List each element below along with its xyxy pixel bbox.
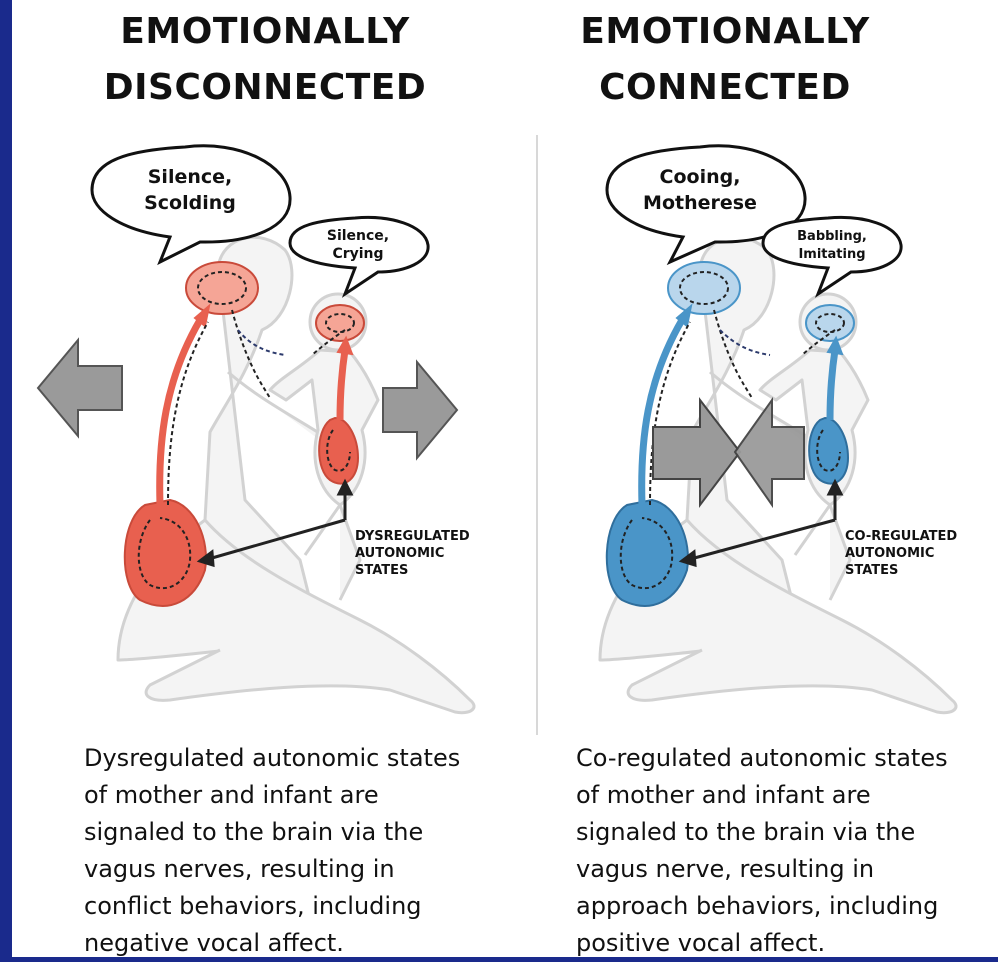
left-infant-speech-line2: Crying xyxy=(332,246,383,262)
right-state-label-line1: CO-REGULATED xyxy=(845,529,957,544)
right-state-label-line3: STATES xyxy=(845,563,898,578)
right-caption-line4: vagus nerve, resulting in xyxy=(576,851,996,888)
left-caption-line1: Dysregulated autonomic states xyxy=(84,740,504,777)
left-mother-speech-line2: Scolding xyxy=(144,192,236,214)
right-infant-speech-bubble: Babbling, Imitating xyxy=(763,217,901,294)
left-state-label-line1: DYSREGULATED xyxy=(355,529,470,544)
left-caption-line4: vagus nerves, resulting in xyxy=(84,851,504,888)
right-infant-speech-line2: Imitating xyxy=(798,247,865,262)
left-withdraw-arrow xyxy=(38,340,122,436)
right-mother-speech-line1: Cooing, xyxy=(660,166,741,188)
right-withdraw-arrow xyxy=(383,362,457,458)
right-mother-gut-loop xyxy=(607,500,688,606)
right-caption-line6: positive vocal affect. xyxy=(576,925,996,962)
left-infant-brain-loop xyxy=(316,305,364,341)
left-mother-figure xyxy=(118,237,474,712)
left-caption-line5: conflict behaviors, including xyxy=(84,888,504,925)
right-title-line2: CONNECTED xyxy=(515,60,935,116)
left-title: EMOTIONALLY DISCONNECTED xyxy=(55,4,475,116)
left-state-label-line3: STATES xyxy=(355,563,408,578)
right-caption-line1: Co-regulated autonomic states xyxy=(576,740,996,777)
right-caption: Co-regulated autonomic states of mother … xyxy=(576,740,996,962)
right-caption-line5: approach behaviors, including xyxy=(576,888,996,925)
right-illustration: Cooing, Motherese Babbling, Imitating CO… xyxy=(600,146,957,713)
left-illustration: Silence, Scolding Silence, Crying DYSREG… xyxy=(38,146,474,713)
right-infant-brain-loop xyxy=(806,305,854,341)
left-caption-line6: negative vocal affect. xyxy=(84,925,504,962)
left-caption: Dysregulated autonomic states of mother … xyxy=(84,740,504,962)
left-infant-speech-line1: Silence, xyxy=(327,228,389,244)
right-title: EMOTIONALLY CONNECTED xyxy=(515,4,935,116)
right-mother-speech-line2: Motherese xyxy=(643,192,757,214)
approach-arrow-left xyxy=(735,400,804,505)
left-caption-line2: of mother and infant are xyxy=(84,777,504,814)
right-caption-line3: signaled to the brain via the xyxy=(576,814,996,851)
left-title-line1: EMOTIONALLY xyxy=(55,4,475,60)
left-mother-gut-loop xyxy=(125,500,206,606)
right-infant-speech-line1: Babbling, xyxy=(797,229,867,244)
right-state-label-line2: AUTONOMIC xyxy=(845,546,934,561)
right-title-line1: EMOTIONALLY xyxy=(515,4,935,60)
right-mother-brain-loop xyxy=(668,262,740,314)
left-state-label-line2: AUTONOMIC xyxy=(355,546,444,561)
left-title-line2: DISCONNECTED xyxy=(55,60,475,116)
left-caption-line3: signaled to the brain via the xyxy=(84,814,504,851)
left-mother-brain-loop xyxy=(186,262,258,314)
right-caption-line2: of mother and infant are xyxy=(576,777,996,814)
left-mother-speech-line1: Silence, xyxy=(148,166,233,188)
left-infant-speech-bubble: Silence, Crying xyxy=(290,217,428,294)
